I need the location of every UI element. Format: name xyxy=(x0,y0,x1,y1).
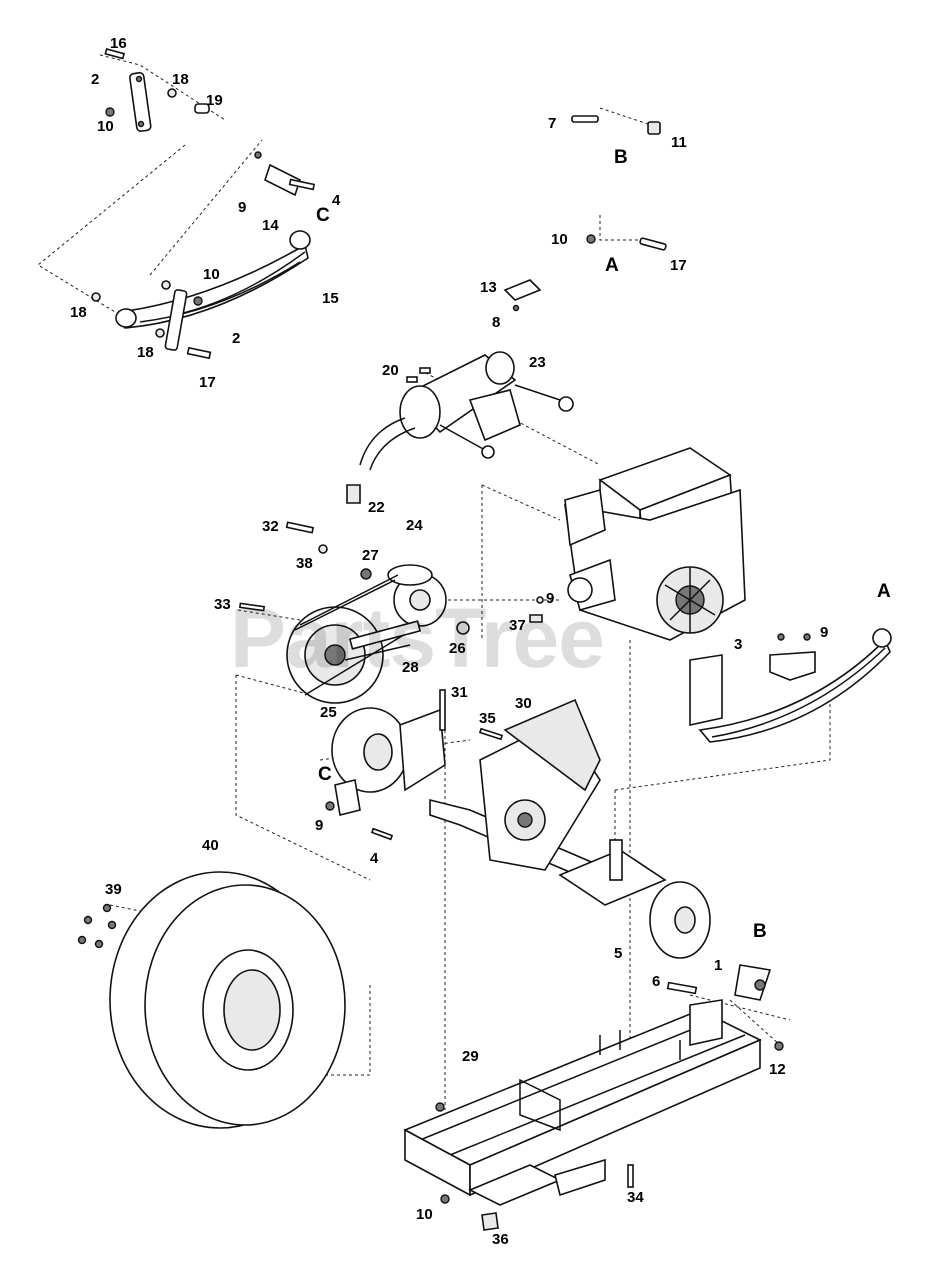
callout-25: 25 xyxy=(320,704,337,721)
callout-24: 24 xyxy=(406,517,423,534)
callout-33: 33 xyxy=(214,596,231,613)
reference-letter-c: C xyxy=(316,205,330,226)
watermark: PartsTree xyxy=(230,591,605,685)
drive-belt-pulleys xyxy=(238,521,544,704)
callout-28: 28 xyxy=(402,659,419,676)
callout-4: 4 xyxy=(370,850,379,867)
callout-6: 6 xyxy=(652,973,661,990)
callout-15: 15 xyxy=(322,290,339,307)
callout-9: 9 xyxy=(546,590,555,607)
callout-5: 5 xyxy=(614,945,623,962)
callout-2: 2 xyxy=(232,330,241,347)
callout-8: 8 xyxy=(492,314,501,331)
callout-40: 40 xyxy=(202,837,219,854)
callout-26: 26 xyxy=(449,640,466,657)
leaf-spring-left xyxy=(91,48,316,360)
callout-16: 16 xyxy=(110,35,127,52)
callout-12: 12 xyxy=(769,1061,786,1078)
callout-23: 23 xyxy=(529,354,546,371)
reference-letter-b: B xyxy=(753,921,767,942)
callout-39: 39 xyxy=(105,881,122,898)
callout-27: 27 xyxy=(362,547,379,564)
callout-19: 19 xyxy=(206,92,223,109)
reference-letter-a: A xyxy=(877,581,891,602)
callout-20: 20 xyxy=(382,362,399,379)
callout-10: 10 xyxy=(416,1206,433,1223)
leaf-spring-right xyxy=(689,628,892,743)
callout-3: 3 xyxy=(734,636,743,653)
muffler xyxy=(346,351,574,504)
callout-7: 7 xyxy=(548,115,557,132)
engine xyxy=(564,447,746,641)
reference-letter-c: C xyxy=(318,764,332,785)
callout-18: 18 xyxy=(70,304,87,321)
reference-letter-b: B xyxy=(614,147,628,168)
callout-11: 11 xyxy=(671,134,687,151)
transaxle xyxy=(325,689,711,959)
callout-36: 36 xyxy=(492,1231,509,1248)
callout-18: 18 xyxy=(172,71,189,88)
callout-32: 32 xyxy=(262,518,279,535)
reference-fasteners xyxy=(503,115,667,312)
callout-17: 17 xyxy=(199,374,216,391)
callout-9: 9 xyxy=(238,199,247,216)
frame xyxy=(403,964,784,1231)
callout-14: 14 xyxy=(262,217,279,234)
callout-35: 35 xyxy=(479,710,496,727)
callout-30: 30 xyxy=(515,695,532,712)
wheel-tire xyxy=(77,871,346,1129)
callout-34: 34 xyxy=(627,1189,644,1206)
callout-18: 18 xyxy=(137,344,154,361)
callout-31: 31 xyxy=(451,684,468,701)
callout-13: 13 xyxy=(480,279,497,296)
callout-4: 4 xyxy=(332,192,341,209)
callout-10: 10 xyxy=(97,118,114,135)
callout-10: 10 xyxy=(551,231,568,248)
callout-17: 17 xyxy=(670,257,687,274)
callout-38: 38 xyxy=(296,555,313,572)
reference-letter-a: A xyxy=(605,255,619,276)
callout-9: 9 xyxy=(315,817,324,834)
callout-22: 22 xyxy=(368,499,385,516)
callout-29: 29 xyxy=(462,1048,479,1065)
callout-37: 37 xyxy=(509,617,526,634)
callout-10: 10 xyxy=(203,266,220,283)
callout-9: 9 xyxy=(820,624,829,641)
callout-1: 1 xyxy=(714,957,723,974)
callout-2: 2 xyxy=(91,71,100,88)
